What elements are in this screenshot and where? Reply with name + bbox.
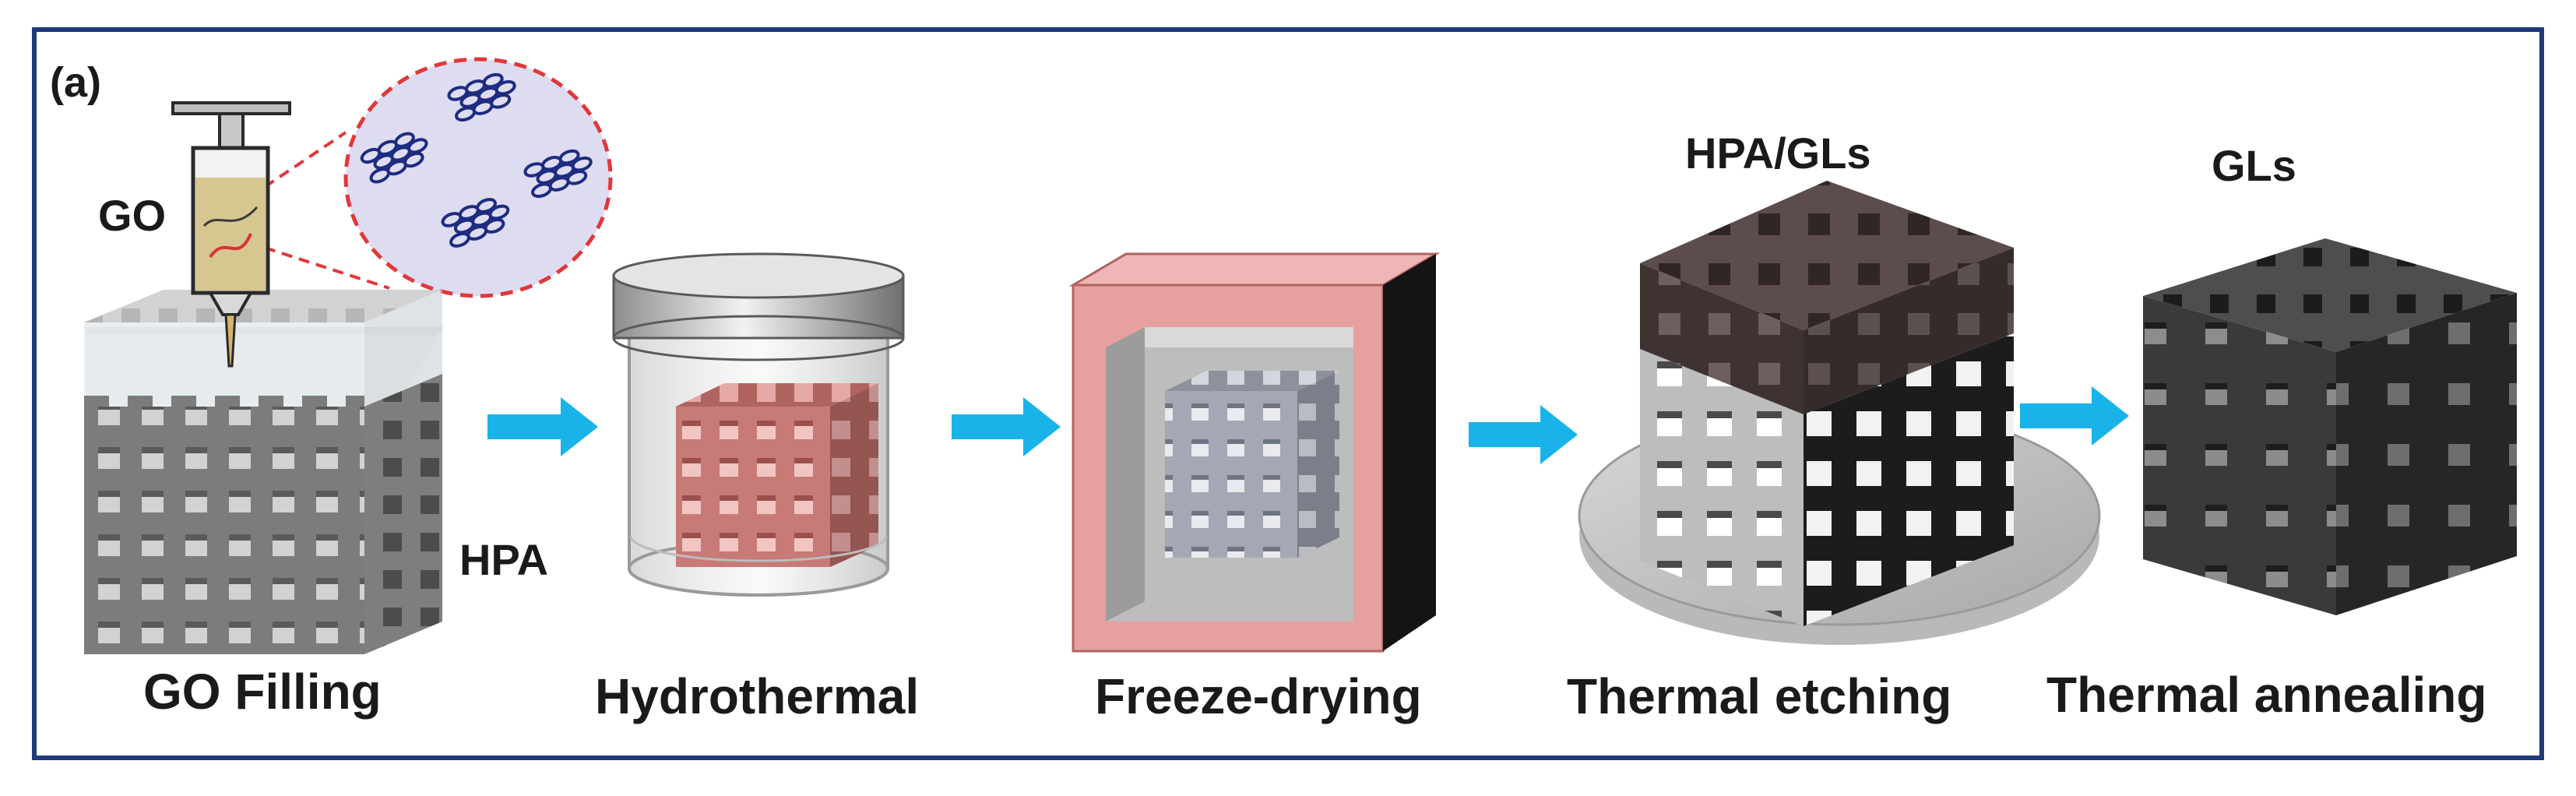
zoom-bubble: [343, 57, 613, 298]
hpa-lattice-cube: [84, 290, 444, 654]
syringe-icon: [171, 101, 291, 368]
hydrothermal-illustration: [612, 252, 905, 597]
go-filling-illustration: GO HPA: [84, 57, 613, 654]
step-label-thermal-annealing: Thermal annealing: [2046, 667, 2486, 723]
gls-label: GLs: [2212, 141, 2296, 190]
step-label-hydrothermal: Hydrothermal: [595, 668, 919, 724]
thermal-annealing-illustration: [2143, 238, 2517, 615]
hpa-label: HPA: [459, 535, 548, 584]
thermal-etching-illustration: [1578, 181, 2101, 645]
go-label: GO: [98, 191, 166, 240]
hpa-gls-label: HPA/GLs: [1685, 129, 1871, 178]
panel-label: (a): [50, 59, 101, 106]
graphene-flake-icon: [360, 72, 593, 248]
step-label-thermal-etching: Thermal etching: [1567, 668, 1951, 724]
flow-arrow-icon: [952, 397, 1061, 456]
figure-frame: [32, 27, 2544, 760]
step-label-freeze-drying: Freeze-drying: [1095, 668, 1422, 724]
freeze-drying-illustration: [1068, 252, 1441, 653]
flow-arrow-icon: [2020, 386, 2129, 446]
flow-arrow-icon: [487, 397, 598, 456]
step-label-go-filling: GO Filling: [143, 664, 382, 720]
flow-arrow-icon: [1469, 405, 1578, 464]
